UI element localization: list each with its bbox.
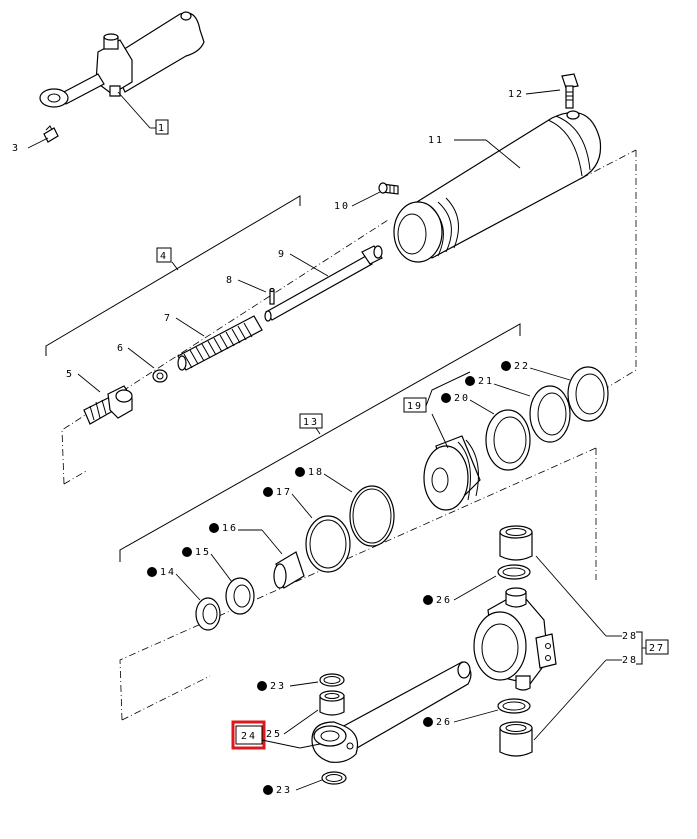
part-16-sleeve[interactable] xyxy=(273,551,305,589)
callout-28-lower: 28 xyxy=(622,655,638,666)
callout-24: 24 xyxy=(241,731,257,742)
part-14-ring[interactable] xyxy=(195,597,221,631)
part-28-bushing-upper[interactable] xyxy=(499,525,533,561)
callout-23-lower: 23 xyxy=(276,785,292,796)
part-27-trunnion[interactable] xyxy=(473,587,557,691)
callout-18: 18 xyxy=(308,467,324,478)
callout-6: 6 xyxy=(117,343,125,354)
callout-box-4 xyxy=(156,247,172,263)
cylinder-assembly-thumbnail[interactable] xyxy=(39,11,205,108)
part-23-ring-upper[interactable] xyxy=(319,673,345,687)
callout-13: 13 xyxy=(303,417,319,428)
callout-3: 3 xyxy=(12,143,20,154)
part-26-ring-upper[interactable] xyxy=(497,564,531,580)
callout-16: 16 xyxy=(222,523,238,534)
callout-22: 22 xyxy=(514,361,530,372)
part-9-rod[interactable] xyxy=(264,245,383,322)
callout-5: 5 xyxy=(66,369,74,380)
callout-25: 25 xyxy=(266,729,282,740)
callout-26-lower: 26 xyxy=(436,717,452,728)
callout-7: 7 xyxy=(164,313,172,324)
callout-26-upper: 26 xyxy=(436,595,452,606)
callout-15: 15 xyxy=(195,547,211,558)
part-26-ring-lower[interactable] xyxy=(497,698,531,714)
callout-28-upper: 28 xyxy=(622,631,638,642)
part-21-ring[interactable] xyxy=(529,385,571,443)
part-7-spring[interactable] xyxy=(177,315,263,371)
callout-20: 20 xyxy=(454,393,470,404)
callout-box-1 xyxy=(155,119,169,135)
part-3-screw[interactable] xyxy=(43,125,59,143)
callout-11: 11 xyxy=(428,135,444,146)
part-22-ring[interactable] xyxy=(567,366,609,422)
callout-box-27 xyxy=(645,639,669,655)
callout-9: 9 xyxy=(278,249,286,260)
part-12-bolt[interactable] xyxy=(561,73,579,109)
callout-1: 1 xyxy=(158,123,166,134)
part-8-pin[interactable] xyxy=(269,287,275,305)
part-11-cylinder-barrel[interactable] xyxy=(393,110,602,263)
part-6-washer[interactable] xyxy=(152,369,168,383)
callout-27: 27 xyxy=(649,643,665,654)
callout-17: 17 xyxy=(276,487,292,498)
part-5-fitting[interactable] xyxy=(83,385,133,425)
part-25-bearing[interactable] xyxy=(319,690,345,716)
part-15-bushing[interactable] xyxy=(225,577,255,615)
part-18-o-ring[interactable] xyxy=(349,485,395,547)
part-23-ring-lower[interactable] xyxy=(321,771,347,785)
part-17-o-ring[interactable] xyxy=(305,515,351,573)
callout-14: 14 xyxy=(160,567,176,578)
highlight-box-24[interactable] xyxy=(231,720,266,750)
callout-box-13 xyxy=(299,413,323,429)
callout-box-24 xyxy=(235,725,263,745)
part-20-ring[interactable] xyxy=(485,409,531,471)
callout-12: 12 xyxy=(508,89,524,100)
part-10-bolt[interactable] xyxy=(378,182,399,195)
part-19-piston[interactable] xyxy=(423,435,481,511)
part-28-bushing-lower[interactable] xyxy=(499,721,533,757)
part-24-rod-eye[interactable] xyxy=(311,661,472,763)
callout-10: 10 xyxy=(334,201,350,212)
callout-19: 19 xyxy=(407,401,423,412)
callout-21: 21 xyxy=(478,376,494,387)
callout-23-upper: 23 xyxy=(270,681,286,692)
callout-8: 8 xyxy=(226,275,234,286)
callout-4: 4 xyxy=(160,251,168,262)
